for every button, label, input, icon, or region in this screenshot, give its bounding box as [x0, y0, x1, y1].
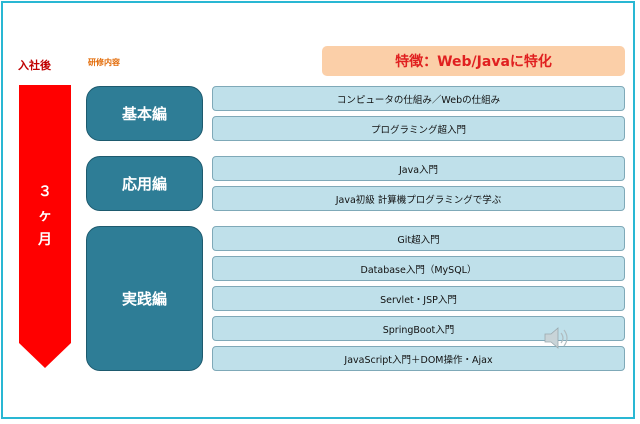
- timeline-arrow: [19, 85, 71, 368]
- category-practice: 実践編: [86, 226, 203, 371]
- duration-ke: ヶ: [38, 208, 52, 224]
- category-applied: 応用編: [86, 156, 203, 211]
- item-java-intro: Java入門: [212, 156, 625, 181]
- timeline-duration: ３ ヶ 月: [19, 180, 71, 252]
- duration-month: 月: [38, 232, 52, 248]
- item-javascript-dom-ajax: JavaScript入門＋DOM操作・Ajax: [212, 346, 625, 371]
- item-servlet-jsp-intro: Servlet・JSP入門: [212, 286, 625, 311]
- duration-number: ３: [38, 184, 52, 200]
- item-database-intro: Database入門（MySQL）: [212, 256, 625, 281]
- item-java-basic: Java初級 計算機プログラミングで学ぶ: [212, 186, 625, 211]
- item-computer-web-mechanism: コンピュータの仕組み／Webの仕組み: [212, 86, 625, 111]
- training-content-label: 研修内容: [88, 58, 120, 67]
- feature-banner: 特徴：Web/Javaに特化: [322, 46, 625, 76]
- item-git-intro: Git超入門: [212, 226, 625, 251]
- item-programming-intro: プログラミング超入門: [212, 116, 625, 141]
- speaker-icon[interactable]: [543, 326, 573, 350]
- category-basic: 基本編: [86, 86, 203, 141]
- after-joining-label: 入社後: [18, 59, 51, 72]
